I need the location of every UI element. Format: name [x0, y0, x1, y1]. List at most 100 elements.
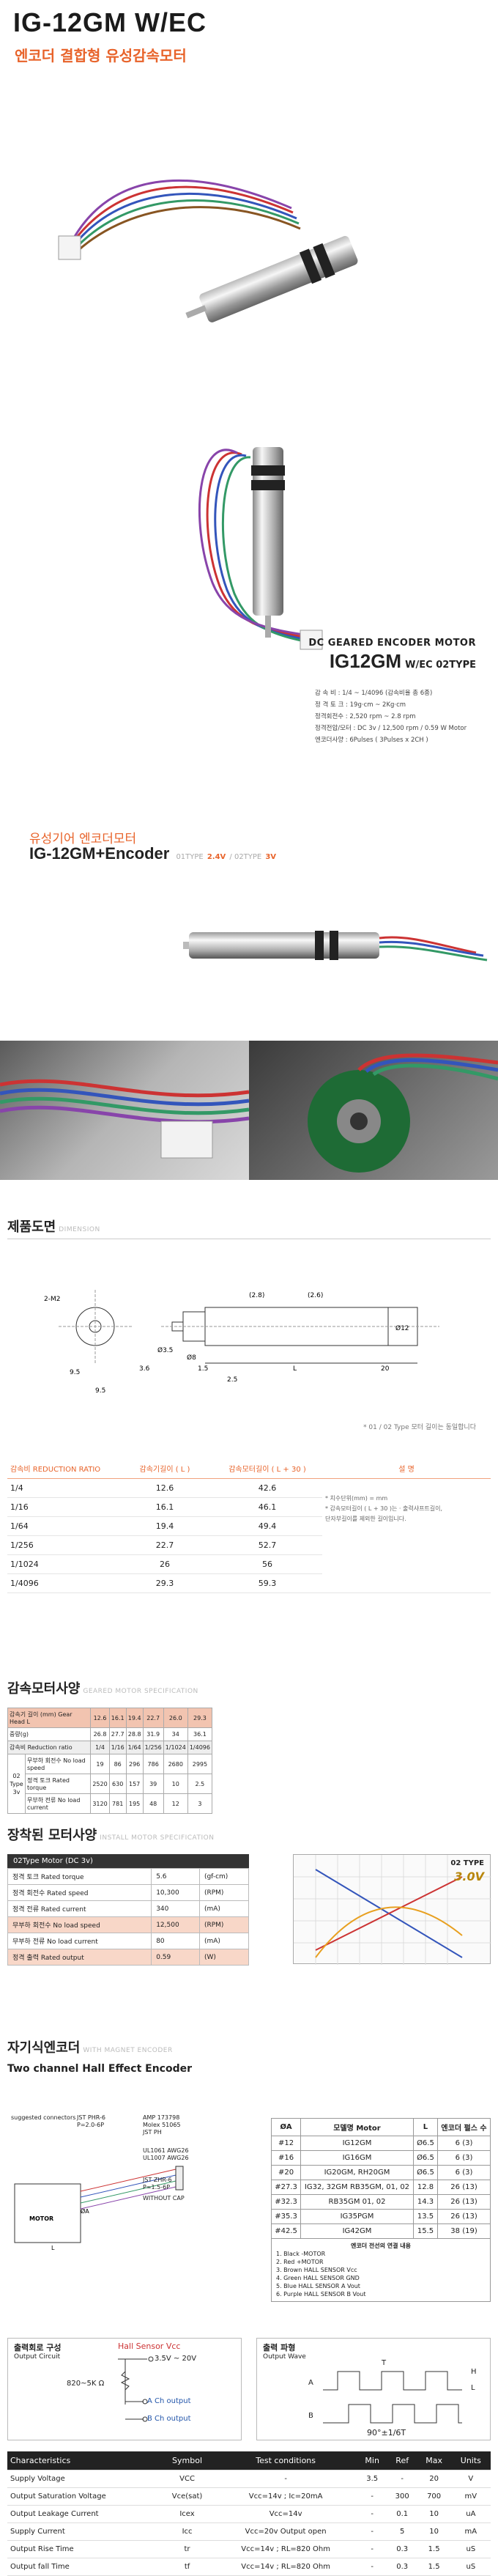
reduction-table-wrap: 감속비 REDUCTION RATIO 감속기길이 ( L ) 감속모터길이 (… — [7, 1458, 491, 1593]
cell: 786 — [142, 1754, 164, 1774]
connector-label: JST ZHR-6 — [143, 2177, 172, 2183]
cell: 10 — [163, 1774, 188, 1794]
cell: 1/4 — [7, 1478, 117, 1498]
side-label: Type — [10, 1780, 23, 1787]
spec-line: 정격전압/모터 : DC 3v / 12,500 rpm / 0.59 W Mo… — [315, 725, 467, 732]
length-label: L — [51, 2245, 55, 2250]
cell: 1.5 — [417, 2540, 451, 2558]
pin-line: 6. Purple HALL SENSOR B Vout — [276, 2291, 366, 2298]
dim-label: (2.6) — [308, 1292, 323, 1299]
connector-label: suggested connectors — [11, 2114, 76, 2121]
cell: 14.3 — [412, 2194, 439, 2210]
dim-label: Ø12 — [395, 1324, 409, 1332]
product-photo-3 — [0, 879, 498, 1026]
wave-h-label: H — [471, 2368, 477, 2376]
resistor-label: 820~5K Ω — [67, 2380, 105, 2388]
cell: 26 (13) — [437, 2180, 491, 2195]
cell: 1/1024 — [163, 1741, 188, 1754]
cell: 0.3 — [387, 2540, 417, 2558]
dim-label: 1.5 — [198, 1365, 208, 1373]
cell: #32.3 — [270, 2194, 302, 2210]
cell: 49.4 — [212, 1516, 322, 1536]
a-output-label: A Ch output — [147, 2397, 191, 2405]
cell: #16 — [270, 2150, 302, 2166]
col-header: 감속모터길이 ( L + 30 ) — [212, 1458, 322, 1479]
cell: Output fall Time — [7, 2558, 160, 2576]
cell: Output Leakage Current — [7, 2505, 160, 2523]
col-header: ØA — [270, 2118, 302, 2136]
cell: 86 — [108, 1754, 127, 1774]
connector-label: JST PHR-6 — [77, 2114, 105, 2121]
cell: - — [357, 2540, 387, 2558]
wave-b-label: B — [308, 2412, 313, 2420]
cell: 26 (13) — [437, 2194, 491, 2210]
product-photo-1 — [0, 73, 498, 322]
cell: - — [357, 2523, 387, 2541]
connector-label: WITHOUT CAP — [143, 2195, 185, 2202]
connector-label: AMP 173798 — [143, 2114, 180, 2121]
cell: uA — [450, 2505, 491, 2523]
type1-label: 01TYPE — [176, 853, 204, 861]
cell: (gf-cm) — [198, 1868, 250, 1885]
col-header: Units — [450, 2451, 491, 2470]
connector-label: JST PH — [143, 2129, 162, 2136]
wave-a-label: A — [308, 2379, 313, 2387]
cell: 36.1 — [187, 1727, 213, 1741]
cell: 중량(g) — [7, 1727, 92, 1741]
cell: (RPM) — [198, 1884, 250, 1901]
cell: tr — [160, 2540, 215, 2558]
cell: - — [357, 2558, 387, 2576]
cell: 정격 토크 Rated torque — [7, 1868, 152, 1885]
cell: 12.6 — [90, 1708, 110, 1728]
spec-line: 감 속 비 : 1/4 ~ 1/4096 (감속비율 총 6종) — [315, 690, 433, 697]
hall-label: Hall Sensor Vcc — [118, 2341, 181, 2351]
dim-label: 9.5 — [95, 1387, 105, 1395]
cell: 39 — [142, 1774, 164, 1794]
cell: 무부하 전류 No load current — [7, 1933, 152, 1949]
cell: Vce(sat) — [160, 2487, 215, 2506]
cell: uS — [450, 2558, 491, 2576]
cell: 46.1 — [212, 1497, 322, 1517]
side-label: 02 — [12, 1772, 21, 1779]
diameter-label: ØA — [81, 2207, 89, 2215]
cell: 195 — [125, 1793, 144, 1814]
pin-box: 엔코더 전선의 연결 내용 1. Black -MOTOR 2. Red +MO… — [271, 2239, 491, 2302]
cell: 무부하 전류 No load current — [24, 1793, 92, 1814]
cell: 56 — [212, 1554, 322, 1574]
col-header: Ref — [387, 2451, 417, 2470]
col-header: Characteristics — [7, 2451, 160, 2470]
cell: 13.5 — [412, 2209, 439, 2224]
cell: 15.5 — [412, 2223, 439, 2239]
cell: 1/16 — [7, 1497, 117, 1517]
dim-label: 3.6 — [139, 1365, 150, 1373]
waveform-title-en: Output Wave — [263, 2353, 306, 2361]
col-header: 설 명 — [322, 1458, 491, 1479]
dim-label: 20 — [381, 1365, 390, 1373]
connector-label: P=1.5-6P — [143, 2184, 171, 2191]
cell: 무부하 회전수 No load speed — [7, 1916, 152, 1933]
dimension-drawing: 2-M2 9.5 (2.8) (2.6) Ø12 Ø3.5 Ø8 3.6 1.5… — [29, 1246, 483, 1414]
waveform-box: 출력 파형 Output Wave T H L A B 90°±1/6T — [256, 2338, 491, 2440]
waveform-title-ko: 출력 파형 — [263, 2343, 296, 2352]
connector-label: P=2.0-6P — [77, 2122, 105, 2128]
spec-block: DC GEARED ENCODER MOTOR IG12GM W/EC 02TY… — [256, 638, 476, 673]
cell: 22.7 — [142, 1708, 164, 1728]
gear-spec-title-en: GEARED MOTOR SPECIFICATION — [83, 1688, 198, 1695]
cell: Vcc=14v ; RL=820 Ohm — [214, 2540, 357, 2558]
output-circuit-title-ko: 출력회로 구성 — [14, 2343, 62, 2352]
motor-spec-table-title: 02Type Motor (DC 3v) — [7, 1854, 249, 1868]
spec-line: 정격회전수 : 2,520 rpm ~ 2.8 rpm — [315, 713, 416, 720]
cell: Vcc=14v ; Ic=20mA — [214, 2487, 357, 2506]
cell: #20 — [270, 2165, 302, 2180]
